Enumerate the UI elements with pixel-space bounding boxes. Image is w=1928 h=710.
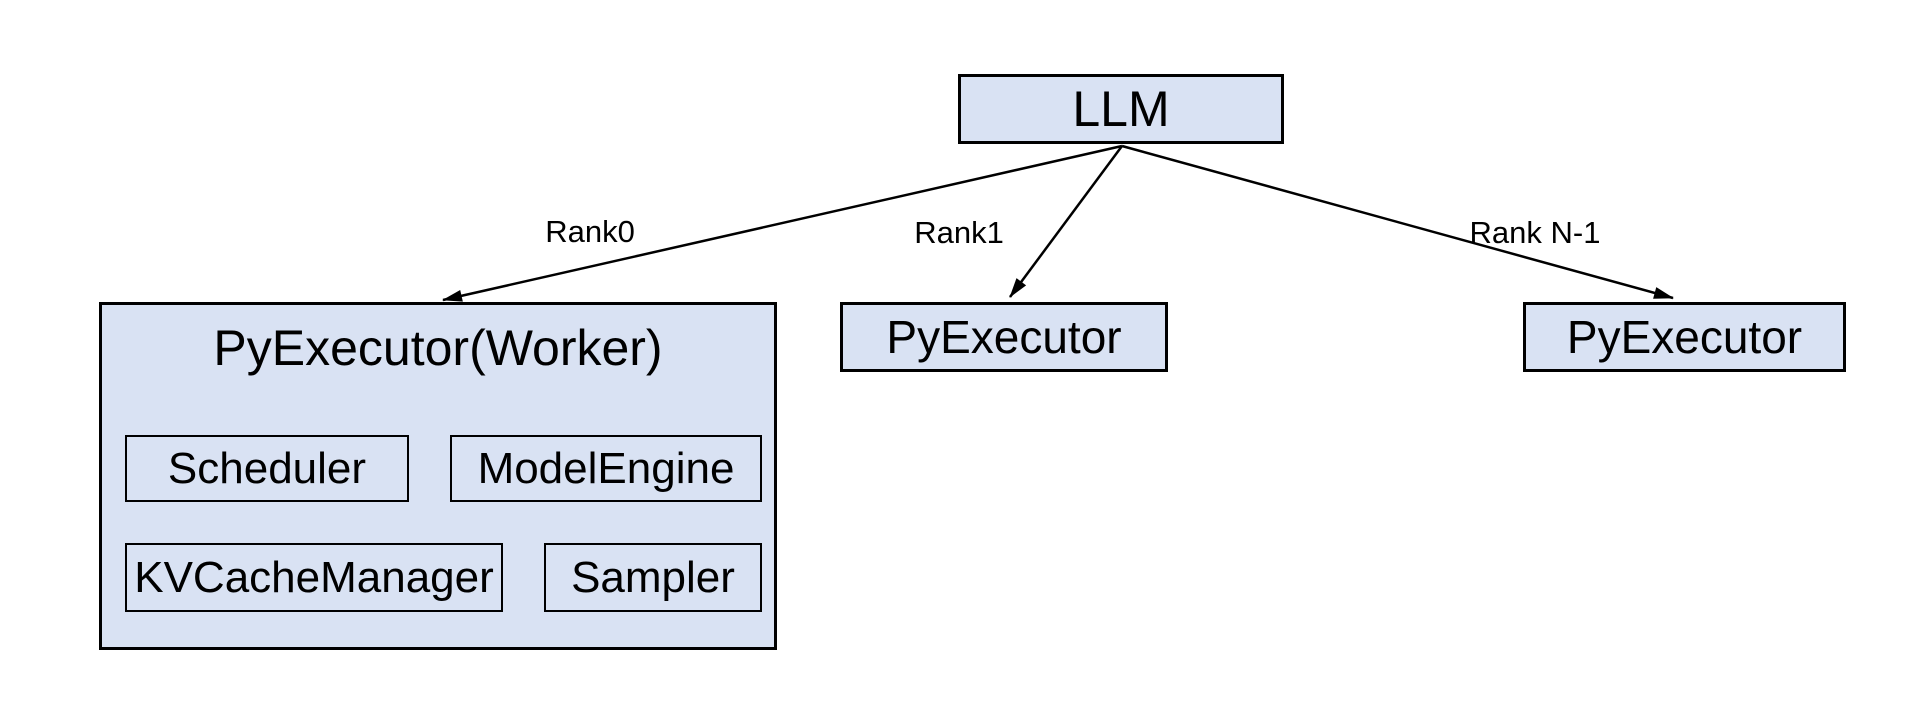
edge-rank0-arrow bbox=[442, 144, 1123, 302]
pyexecutor-worker-node: PyExecutor(Worker) Scheduler ModelEngine… bbox=[99, 302, 777, 650]
pyexecutor-rank-n-1-node: PyExecutor bbox=[1523, 302, 1846, 372]
edge-label-rank-n-1: Rank N-1 bbox=[1469, 215, 1601, 250]
pyexecutor-rank1-node: PyExecutor bbox=[840, 302, 1168, 372]
pyexecutor-rank-n-1-label: PyExecutor bbox=[1566, 311, 1803, 363]
component-scheduler: Scheduler bbox=[125, 435, 409, 502]
llm-node: LLM bbox=[958, 74, 1284, 144]
edge-rank1-arrow bbox=[1008, 145, 1124, 298]
edge-rank-n-1-arrow bbox=[1121, 144, 1674, 300]
edge-label-rank0: Rank0 bbox=[545, 214, 635, 249]
llm-node-label: LLM bbox=[1072, 81, 1170, 137]
pyexecutor-worker-title: PyExecutor(Worker) bbox=[213, 320, 663, 376]
component-modelengine: ModelEngine bbox=[450, 435, 762, 502]
pyexecutor-rank1-label: PyExecutor bbox=[886, 311, 1122, 363]
component-sampler: Sampler bbox=[544, 543, 762, 612]
component-kvcachemanager: KVCacheManager bbox=[125, 543, 503, 612]
edge-label-rank1: Rank1 bbox=[914, 215, 1004, 250]
